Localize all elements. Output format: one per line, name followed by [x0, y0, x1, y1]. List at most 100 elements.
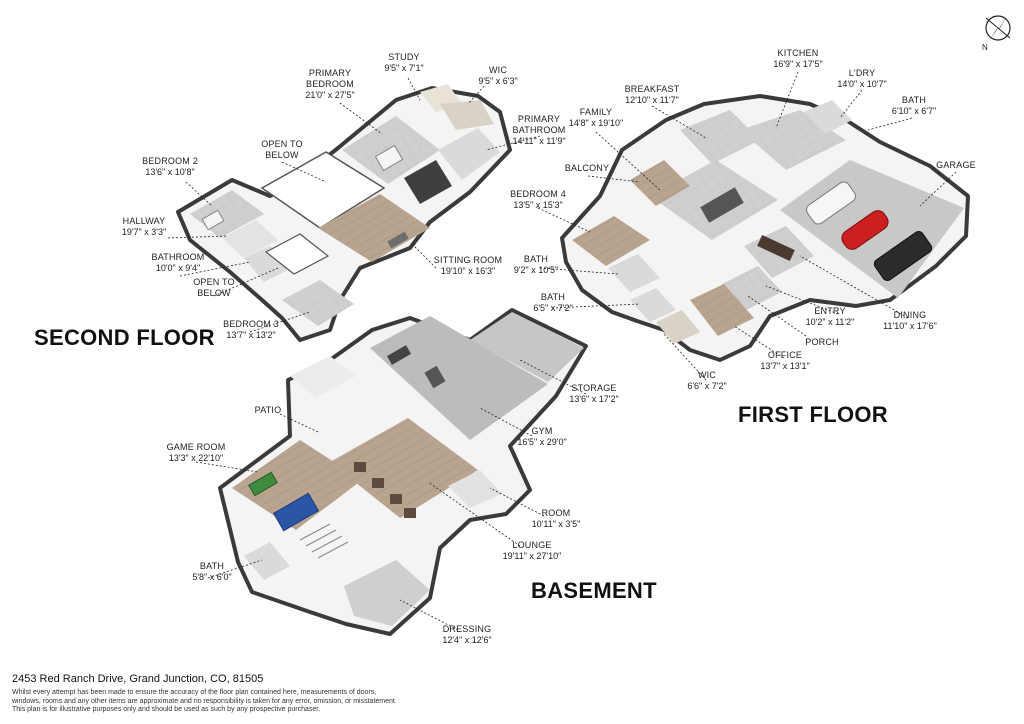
bathroom-upper-floor — [244, 246, 292, 282]
room-name: DRESSING — [442, 624, 492, 634]
room-dimensions: 6'6" x 7'2" — [687, 381, 727, 391]
compass-icon: N — [982, 15, 1011, 52]
room-dimensions: 9'2" x 10'5" — [513, 265, 559, 275]
room-name: BEDROOM 2 — [142, 156, 198, 166]
room-name: BEDROOM 3 — [223, 319, 279, 329]
room-dimensions: 5'8" x 6'0" — [192, 572, 232, 582]
room-name: FAMILY — [579, 107, 613, 117]
label-patio: PATIO — [255, 405, 282, 416]
white-car — [806, 181, 856, 225]
hallway-floor — [222, 220, 278, 258]
dressing-floor — [344, 560, 430, 626]
room-name: HALLWAY — [122, 216, 166, 226]
basement-plan — [218, 308, 588, 636]
label-garage: GARAGE — [936, 160, 976, 171]
room-name: DINING — [893, 310, 927, 320]
primary-bed — [374, 144, 404, 172]
room-name: OPEN TO BELOW — [193, 277, 235, 298]
room-dimensions: 9'5" x 7'1" — [384, 63, 424, 73]
bedroom4-floor — [572, 216, 650, 266]
footer: 2453 Red Ranch Drive, Grand Junction, CO… — [12, 673, 1012, 715]
room-dimensions: 13'3" x 22'10" — [168, 453, 224, 463]
sitting-sofa — [387, 231, 409, 249]
room-name: BATH — [523, 254, 549, 264]
room-name: BALCONY — [564, 163, 610, 173]
disclaimer-line-3: This plan is for illustrative purposes o… — [12, 706, 321, 713]
room-floor — [448, 470, 502, 508]
room-dimensions: 14'11" x 11'9" — [512, 136, 566, 146]
room-dimensions: 19'11" x 27'10" — [502, 551, 562, 561]
bath-a-floor — [608, 254, 660, 292]
room-name: GARAGE — [936, 160, 976, 170]
room-name: ROOM — [541, 508, 571, 518]
game-room-floor — [232, 440, 362, 530]
room-dimensions: 9'5" x 6'3" — [478, 76, 518, 86]
lounge-chair-2 — [372, 478, 384, 488]
office-floor — [690, 284, 754, 336]
bath-basement-floor — [244, 542, 290, 580]
room-dimensions: 10'11" x 3'5" — [531, 519, 581, 529]
lounge-chair-1 — [354, 462, 366, 472]
room-dimensions: 12'4" x 12'6" — [442, 635, 492, 645]
room-dimensions: 13'7" x 13'1" — [760, 361, 810, 371]
lounge-chair-4 — [404, 508, 416, 518]
first-floor-plan — [560, 94, 970, 362]
room-dimensions: 11'10" x 17'6" — [883, 321, 937, 331]
first-floor-title: FIRST FLOOR — [738, 402, 888, 427]
second-floor-plan — [176, 84, 512, 342]
room-name: BATH — [540, 292, 566, 302]
room-name: WIC — [697, 370, 717, 380]
bedroom2-bed — [201, 209, 225, 231]
second-floor-title: SECOND FLOOR — [34, 325, 215, 350]
room-dimensions: 12'10" x 11'7" — [625, 95, 679, 105]
room-name: SITTING ROOM — [433, 255, 503, 265]
room-dimensions: 14'0" x 10'7" — [837, 79, 887, 89]
room-dimensions: 13'6" x 10'8" — [145, 167, 195, 177]
weight-rack — [424, 365, 446, 389]
balcony-floor — [630, 160, 690, 206]
room-dimensions: 6'5" x 7'2" — [533, 303, 573, 313]
treadmill — [386, 345, 412, 365]
black-truck — [873, 231, 933, 281]
room-name: GYM — [531, 426, 553, 436]
room-dimensions: 14'8" x 19'10" — [568, 118, 624, 128]
breakfast-floor — [680, 110, 760, 164]
room-dimensions: 21'0" x 27'5" — [305, 90, 355, 100]
foosball-table — [248, 471, 278, 497]
dining-table — [757, 234, 795, 262]
room-name: GAME ROOM — [166, 442, 226, 452]
room-dimensions: 13'7" x 13'2" — [226, 330, 276, 340]
room-dimensions: 10'0" x 9'4" — [155, 263, 201, 273]
red-car — [841, 210, 889, 250]
room-dimensions: 16'5" x 29'0" — [517, 437, 567, 447]
room-name: LOUNGE — [512, 540, 552, 550]
ldry-floor — [804, 100, 852, 134]
bedroom3-floor — [282, 280, 354, 326]
lounge-floor — [330, 418, 478, 518]
room-name: WIC — [488, 65, 508, 75]
primary-bathroom-floor — [438, 128, 500, 180]
